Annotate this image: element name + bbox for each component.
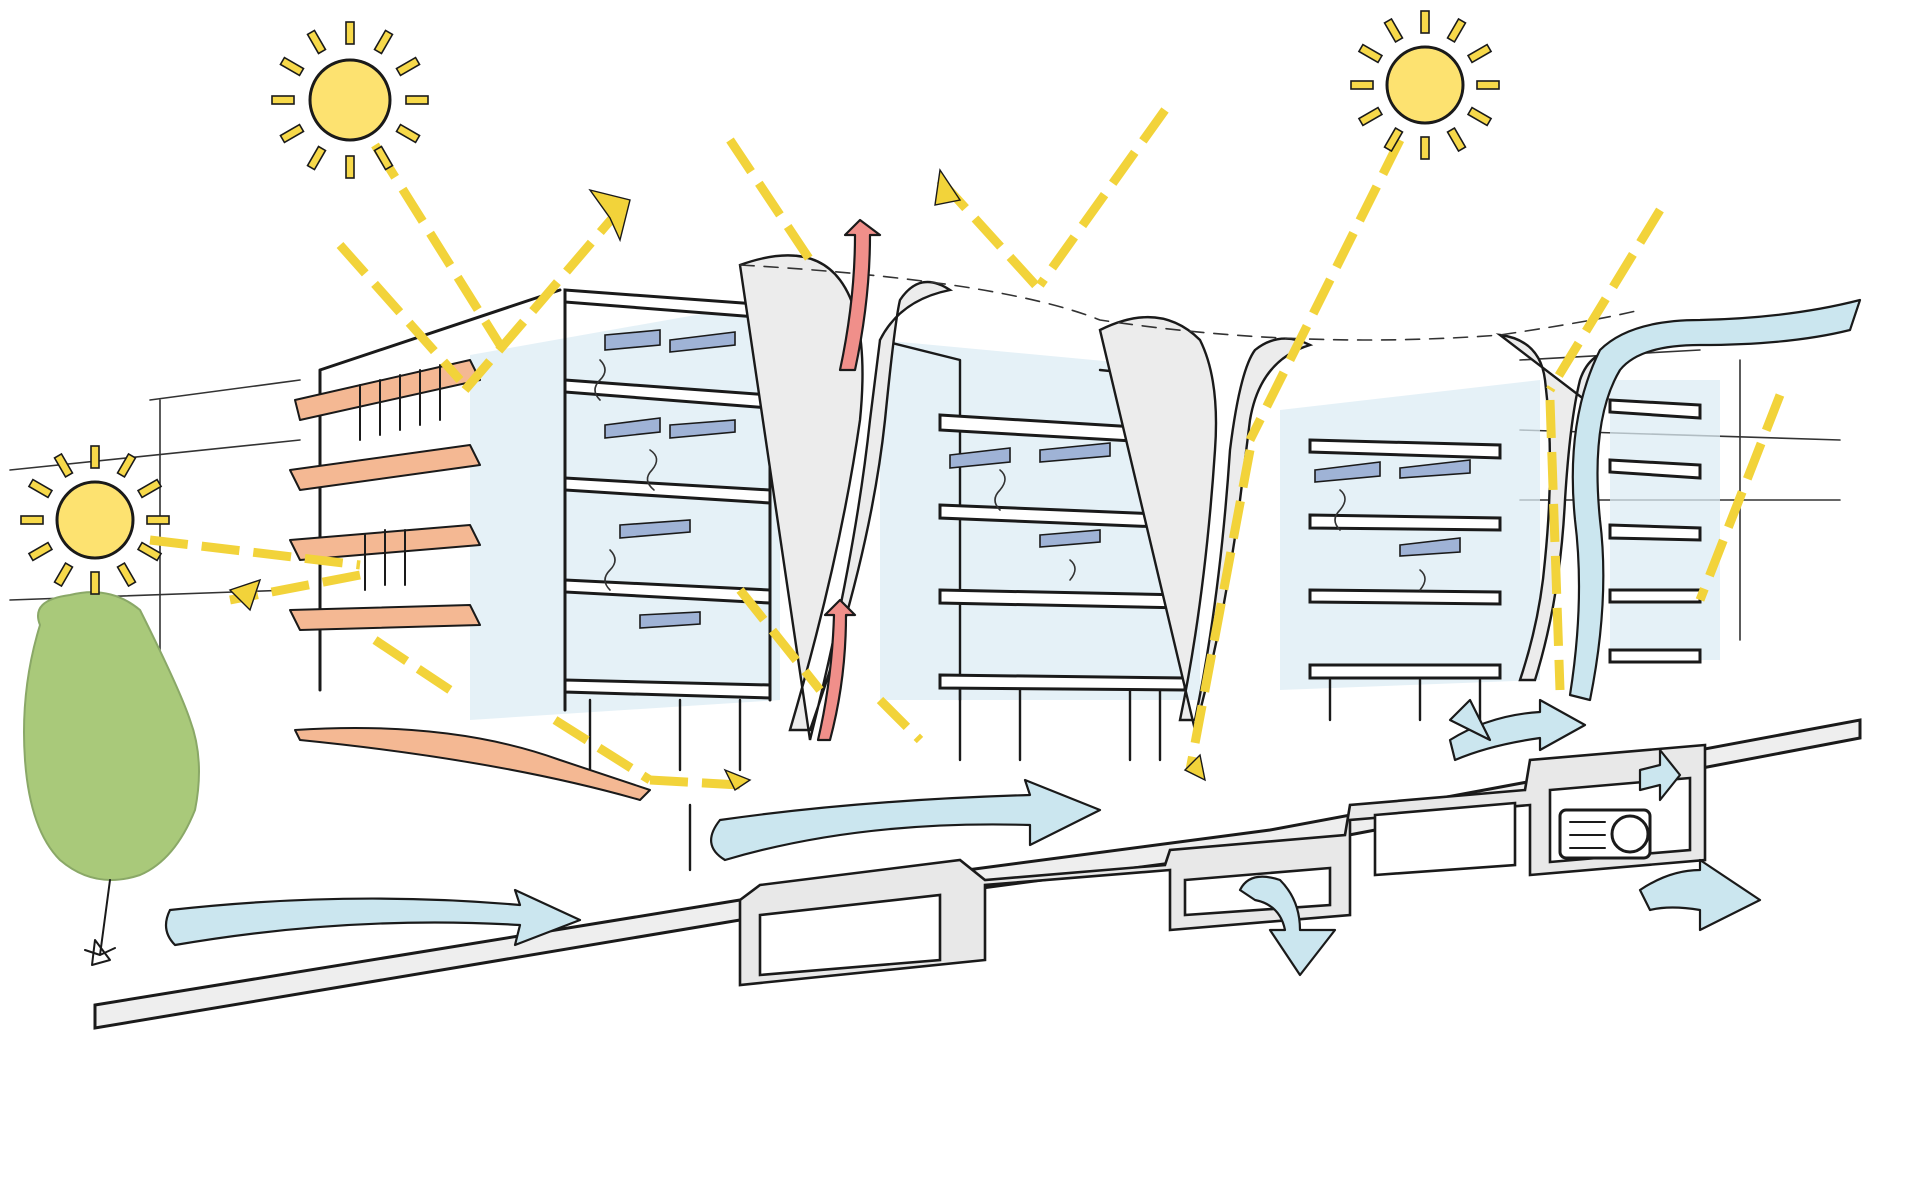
warm-air-exhaust-arrows bbox=[816, 218, 882, 742]
sun-icon bbox=[20, 445, 170, 595]
building-east bbox=[1280, 380, 1720, 722]
north-arrow-icon bbox=[91, 939, 111, 966]
sun-icon bbox=[271, 21, 429, 179]
cool-air-arrows bbox=[164, 298, 1862, 977]
building-west bbox=[318, 288, 780, 872]
shading-fins bbox=[289, 359, 651, 801]
mechanical-unit-icon bbox=[1558, 808, 1652, 860]
solar-rays bbox=[149, 107, 1785, 790]
building-central bbox=[878, 338, 1202, 762]
basement-section bbox=[738, 743, 1707, 987]
solar-arrowheads bbox=[228, 168, 1206, 792]
sun-icon bbox=[1350, 10, 1500, 160]
airflow-squiggles bbox=[594, 359, 1426, 591]
roof-line bbox=[739, 264, 1641, 341]
tree-icon bbox=[23, 591, 200, 956]
